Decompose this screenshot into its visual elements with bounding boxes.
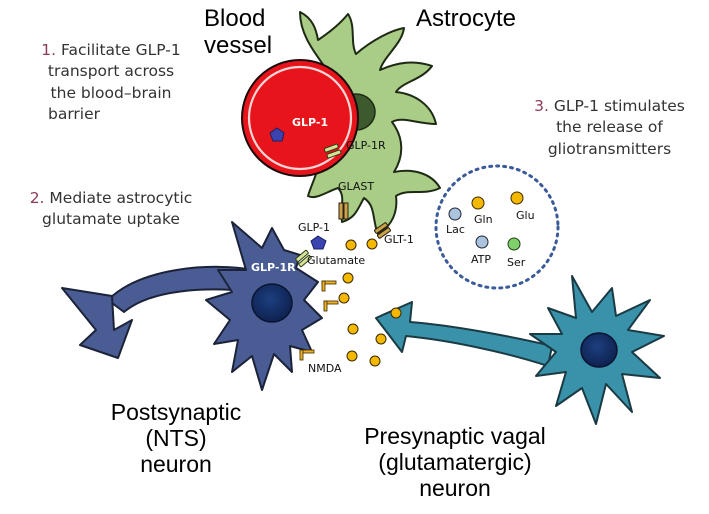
step-3-number: 3. xyxy=(534,97,549,115)
glp1-label: GLP-1 xyxy=(298,221,330,234)
glutamate-dot xyxy=(346,350,358,362)
step-1-number: 1. xyxy=(41,41,57,59)
glt1-transporter-icon xyxy=(374,222,391,239)
blood-vessel-lumen xyxy=(252,70,348,166)
presynaptic-heading-line-1: Presynaptic vagal xyxy=(364,423,546,449)
step-3-text: 3. GLP-1 stimulates the release of gliot… xyxy=(512,96,707,160)
glutamate-dot xyxy=(345,239,357,251)
step-1-line-4: barrier xyxy=(48,105,101,124)
nmda-label: NMDA xyxy=(308,362,342,375)
glp1r-neuron-receptor-icon xyxy=(295,249,312,268)
postsynaptic-heading-line-3: neuron xyxy=(140,450,212,477)
step-1-line-3: the blood–brain xyxy=(50,83,172,102)
gln-dot xyxy=(471,196,485,210)
astrocyte-heading: Astrocyte xyxy=(416,5,517,32)
blood-vessel-heading-line-2: vessel xyxy=(204,31,273,59)
presynaptic-heading: Presynaptic vagal (glutamatergic) neuron xyxy=(340,423,570,501)
blood-vessel-heading: Blood vessel xyxy=(204,5,273,60)
step-1-line-2: transport across xyxy=(47,62,175,81)
glutamate-label: Glutamate xyxy=(307,254,365,267)
presynaptic-heading-line-2: (glutamatergic) xyxy=(378,448,532,475)
glu-label: Glu xyxy=(516,209,535,222)
postsynaptic-axon-arrow xyxy=(107,265,256,313)
postsynaptic-heading-line-1: Postsynaptic xyxy=(110,399,242,425)
gliotransmitter-vesicle xyxy=(434,164,560,290)
step-2-line-1: Mediate astrocytic xyxy=(49,189,193,207)
ser-label: Ser xyxy=(507,256,526,269)
gln-label: Gln xyxy=(474,213,493,226)
glp1-peptide-icon xyxy=(310,235,327,250)
blood-vessel-inner xyxy=(247,65,353,171)
glutamate-dot xyxy=(369,355,381,367)
lac-dot xyxy=(448,207,462,221)
nmda-receptor-icon xyxy=(299,349,315,361)
step-3-line-3: gliotransmitters xyxy=(547,139,672,158)
presynaptic-nucleus xyxy=(580,332,618,368)
glutamate-dot xyxy=(390,307,402,319)
atp-dot xyxy=(475,235,489,249)
blood-vessel-heading-line-1: Blood xyxy=(204,5,266,32)
step-2-text: 2. Mediate astrocytic glutamate uptake xyxy=(6,188,216,231)
atp-label: ATP xyxy=(471,253,491,266)
glp1r-neuron-label: GLP-1R xyxy=(251,261,296,274)
presynaptic-heading-line-3: neuron xyxy=(419,474,491,501)
step-1-text: 1. Facilitate GLP-1 transport across the… xyxy=(6,40,216,126)
lac-label: Lac xyxy=(446,223,465,236)
postsynaptic-arrowhead xyxy=(61,287,133,359)
presynaptic-axon-arrow xyxy=(375,301,553,367)
glp1-vessel-label: GLP-1 xyxy=(292,116,328,129)
step-3-line-2: the release of xyxy=(556,118,663,137)
receptor-postsynaptic-2 xyxy=(323,300,339,312)
glutamate-dot xyxy=(338,292,350,304)
glutamate-molecules xyxy=(338,238,402,367)
glutamate-dot xyxy=(366,238,378,250)
postsynaptic-heading: Postsynaptic (NTS) neuron xyxy=(96,399,256,477)
postsynaptic-nucleus xyxy=(251,283,293,323)
glast-transporter-icon xyxy=(338,202,349,220)
glu-dot xyxy=(510,191,524,205)
glutamate-dot xyxy=(342,272,354,284)
postsynaptic-heading-line-2: (NTS) xyxy=(145,424,207,451)
step-2-line-2: glutamate uptake xyxy=(42,210,180,229)
glt1-label: GLT-1 xyxy=(384,233,414,246)
ser-dot xyxy=(507,237,521,251)
glp1r-astrocyte-receptor-icon xyxy=(323,143,342,159)
glp1r-astrocyte-label: GLP-1R xyxy=(346,139,386,152)
glast-label: GLAST xyxy=(338,180,374,193)
step-3-line-1: GLP-1 stimulates xyxy=(553,97,685,115)
step-1-line-1: Facilitate GLP-1 xyxy=(61,41,181,59)
glp1-peptide-vessel-icon xyxy=(269,127,285,142)
glutamate-dot xyxy=(375,333,387,345)
receptor-postsynaptic-1 xyxy=(321,280,337,292)
step-2-number: 2. xyxy=(29,189,45,207)
glutamate-dot xyxy=(347,323,359,335)
